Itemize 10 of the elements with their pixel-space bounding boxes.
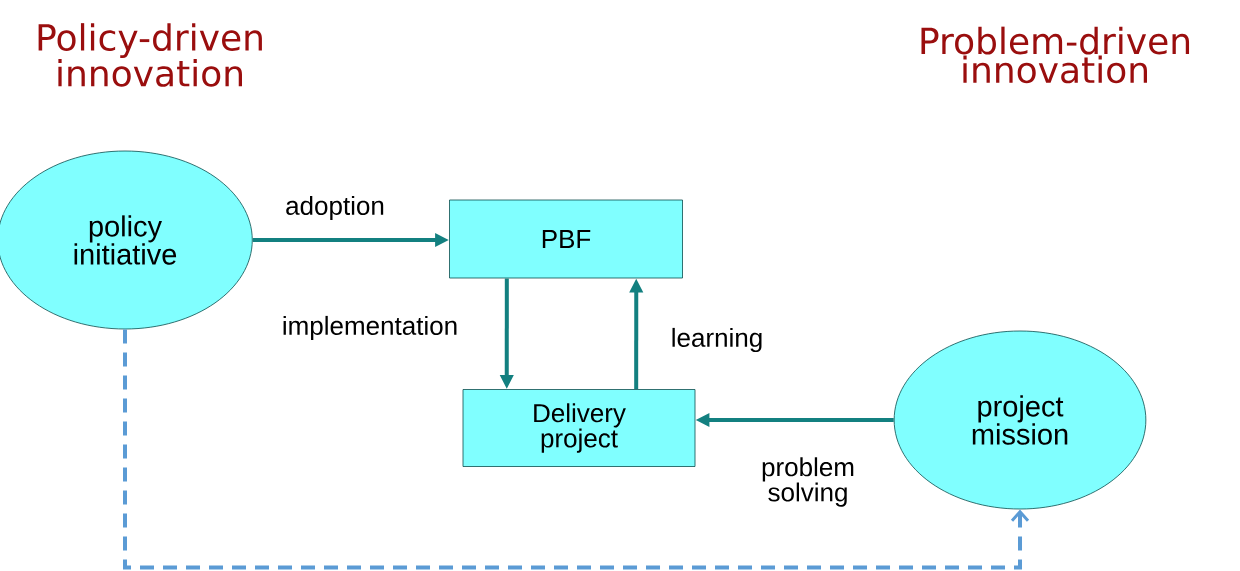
ellipse-node: project mission [893, 330, 1147, 510]
edge-label: learning [672, 327, 762, 353]
heading: Problem-driven innovation [921, 26, 1190, 84]
edge-label: problem solving [762, 457, 854, 507]
heading: Policy-driven innovation [38, 23, 262, 87]
arrow [123, 329, 1030, 570]
process-box: PBF [449, 199, 683, 279]
edge-label: implementation [283, 315, 457, 341]
edge-label: adoption [286, 195, 384, 221]
process-box: Delivery project [462, 389, 696, 467]
